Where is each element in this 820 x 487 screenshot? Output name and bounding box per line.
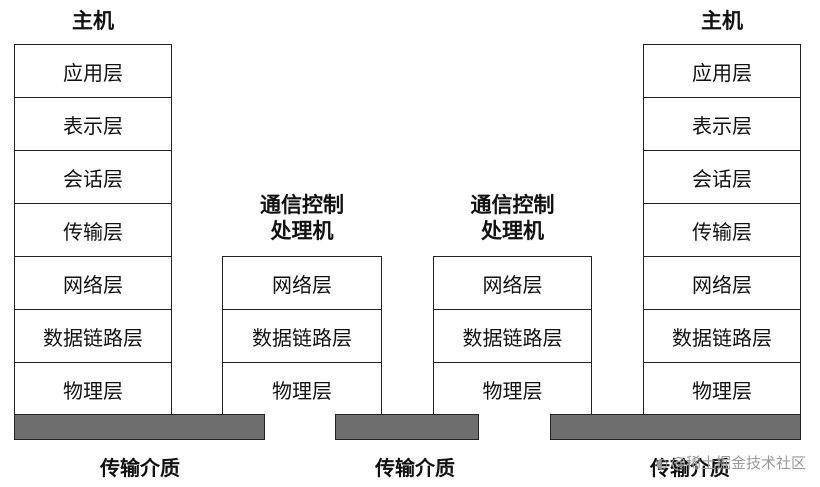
- layer-data-link: 数据链路层: [223, 310, 381, 363]
- router-2-stack: 网络层 数据链路层 物理层: [433, 256, 592, 415]
- layer-presentation: 表示层: [644, 98, 800, 151]
- right-host-stack: 应用层 表示层 会话层 传输层 网络层 数据链路层 物理层: [643, 44, 801, 415]
- layer-network: 网络层: [223, 257, 381, 310]
- watermark: ◐@稀土掘金技术社区: [656, 452, 806, 473]
- watermark-icon: ◐: [655, 456, 668, 472]
- router-1-stack: 网络层 数据链路层 物理层: [222, 256, 382, 415]
- medium-bar-middle: [335, 414, 479, 440]
- layer-session: 会话层: [15, 151, 171, 204]
- layer-data-link: 数据链路层: [15, 310, 171, 363]
- layer-presentation: 表示层: [15, 98, 171, 151]
- layer-network: 网络层: [644, 257, 800, 310]
- layer-session: 会话层: [644, 151, 800, 204]
- router-1-title-line1: 通信控制: [260, 193, 344, 217]
- router-1-title: 通信控制 处理机: [222, 192, 382, 244]
- layer-application: 应用层: [15, 45, 171, 98]
- left-host-stack: 应用层 表示层 会话层 传输层 网络层 数据链路层 物理层: [14, 44, 172, 415]
- medium-bar-right: [550, 414, 801, 440]
- layer-physical: 物理层: [272, 378, 332, 403]
- router-2-title: 通信控制 处理机: [433, 192, 592, 244]
- medium-label-right: 传输介质: [650, 456, 730, 480]
- watermark-text: @稀土掘金技术社区: [670, 454, 806, 472]
- medium-bar-left: [14, 414, 265, 440]
- layer-application: 应用层: [644, 45, 800, 98]
- left-host-title: 主机: [72, 9, 114, 33]
- layer-transport: 传输层: [644, 204, 800, 257]
- right-host-title: 主机: [701, 9, 743, 33]
- medium-label-middle: 传输介质: [375, 456, 455, 480]
- layer-data-link: 数据链路层: [434, 310, 591, 363]
- layer-physical: 物理层: [692, 378, 752, 403]
- router-2-title-line1: 通信控制: [470, 193, 555, 217]
- router-2-title-line2: 处理机: [481, 219, 544, 243]
- layer-physical: 物理层: [482, 378, 543, 403]
- layer-data-link: 数据链路层: [644, 310, 800, 363]
- router-1-title-line2: 处理机: [270, 219, 334, 243]
- layer-physical: 物理层: [63, 378, 123, 403]
- layer-network: 网络层: [15, 257, 171, 310]
- layer-transport: 传输层: [15, 204, 171, 257]
- medium-label-left: 传输介质: [100, 456, 180, 480]
- layer-network: 网络层: [434, 257, 591, 310]
